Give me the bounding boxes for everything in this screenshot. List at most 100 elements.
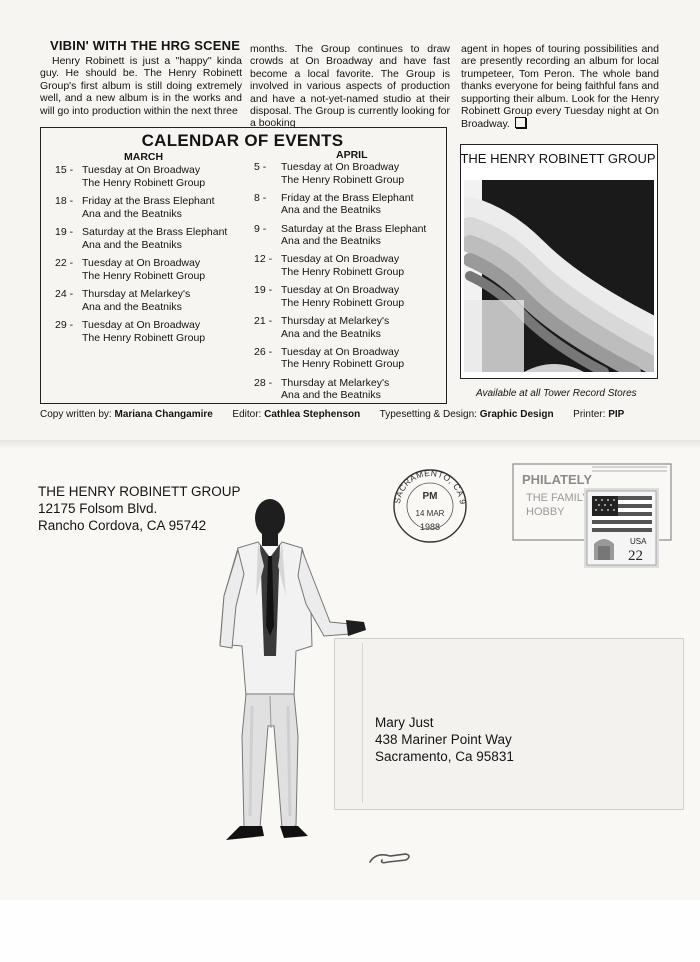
- event-act: The Henry Robinett Group: [82, 269, 206, 282]
- postmark: SACRAMENTO, CA 958 PM 14 MAR 1988: [390, 466, 468, 543]
- event-venue: Tuesday at On Broadway: [281, 284, 400, 297]
- editor-name: Cathlea Stephenson: [264, 409, 361, 420]
- event-act: The Henry Robinett Group: [281, 296, 405, 309]
- month-label-march: MARCH: [124, 151, 164, 163]
- event-venue: Tuesday at On Broadway: [281, 161, 400, 173]
- event-venue: Thursday at Melarkey's: [281, 315, 390, 327]
- envelope-window: [334, 638, 684, 810]
- postmark-year: 1988: [420, 522, 440, 532]
- window-edge: [362, 643, 681, 803]
- article-column-3-text: agent in hopes of touring possibilities …: [461, 43, 659, 131]
- event-venue: Saturday at the Brass Elephant: [281, 222, 427, 235]
- event-act: Ana and the Beatniks: [281, 204, 381, 217]
- event-day: 8 -: [254, 191, 267, 204]
- article-column-1: Henry Robinett is just a "happy" kinda g…: [40, 55, 242, 117]
- article-column-2: months. The Group continues to draw crow…: [250, 43, 450, 130]
- recipient-address: Mary Just 438 Mariner Point Way Sacramen…: [375, 714, 514, 765]
- event-act: Ana and the Beatniks: [281, 235, 381, 248]
- copy-name: Mariana Changamire: [114, 409, 213, 420]
- cancel-line-3: HOBBY: [526, 506, 565, 518]
- cancel-line-2: THE FAMILY: [526, 492, 590, 504]
- event-day: 19 -: [55, 226, 74, 238]
- event-day: 22 -: [55, 257, 74, 269]
- event-act: The Henry Robinett Group: [281, 173, 405, 186]
- flag-stamp-icon: USA 22: [584, 488, 659, 568]
- printer-name: PIP: [608, 409, 625, 420]
- postmark-time: PM: [423, 491, 438, 502]
- event-act: Ana and the Beatniks: [82, 238, 182, 251]
- event-venue: Tuesday at On Broadway: [82, 319, 201, 331]
- event-day: 29 -: [55, 319, 74, 331]
- album-caption: Available at all Tower Record Stores: [476, 388, 637, 399]
- event-venue: Tuesday at On Broadway: [82, 164, 201, 176]
- event-day: 21 -: [254, 315, 273, 327]
- event-act: Ana and the Beatniks: [281, 389, 381, 402]
- event-day: 12 -: [254, 253, 273, 266]
- event-act: Ana and the Beatniks: [82, 300, 182, 313]
- return-address: THE HENRY ROBINETT GROUP 12175 Folsom Bl…: [38, 483, 241, 534]
- design-name: Graphic Design: [479, 409, 554, 420]
- event-venue: Saturday at the Brass Elephant: [82, 226, 228, 238]
- postmark-date: 14 MAR: [416, 509, 445, 518]
- event-venue: Friday at the Brass Elephant: [82, 195, 215, 207]
- event-day: 28 -: [254, 376, 273, 389]
- event-venue: Tuesday at On Broadway: [281, 345, 400, 358]
- event-venue: Thursday at Melarkey's: [281, 376, 390, 389]
- event-act: Ana and the Beatniks: [281, 327, 381, 340]
- event-day: 18 -: [55, 195, 74, 207]
- event-act: Ana and the Beatniks: [82, 207, 182, 220]
- return-line-2: 12175 Folsom Blvd.: [38, 501, 158, 516]
- recipient-city: Sacramento, Ca 95831: [375, 749, 514, 764]
- event-venue: Tuesday at On Broadway: [82, 257, 201, 269]
- event-day: 15 -: [55, 164, 74, 176]
- event-day: 9 -: [254, 222, 267, 235]
- album-title: THE HENRY ROBINETT GROUP: [460, 151, 656, 166]
- event-act: The Henry Robinett Group: [82, 176, 206, 189]
- event-venue: Tuesday at On Broadway: [281, 253, 400, 266]
- album-cover-art: [464, 180, 654, 372]
- article-column-3: agent in hopes of touring possibilities …: [461, 43, 659, 131]
- stamp-value: 22: [628, 548, 643, 564]
- event-venue: Friday at the Brass Elephant: [281, 191, 414, 204]
- article-headline: VIBIN' WITH THE HRG SCENE: [50, 38, 241, 53]
- page-margin: [0, 900, 700, 962]
- recipient-name: Mary Just: [375, 715, 434, 730]
- man-in-white-suit-photo: [219, 499, 366, 840]
- fold-crease: [0, 440, 700, 448]
- copy-label: Copy written by:: [40, 409, 112, 420]
- event-day: 19 -: [254, 284, 273, 297]
- cancel-line-1: PHILATELY: [522, 472, 592, 487]
- event-act: The Henry Robinett Group: [281, 358, 405, 371]
- calendar-title: CALENDAR OF EVENTS: [141, 131, 344, 150]
- calendar-box: [40, 127, 447, 404]
- month-label-april: APRIL: [336, 149, 368, 161]
- recipient-street: 438 Mariner Point Way: [375, 732, 512, 747]
- return-line-1: THE HENRY ROBINETT GROUP: [38, 484, 241, 499]
- event-act: The Henry Robinett Group: [82, 331, 206, 344]
- credits-line: Copy written by: Mariana Changamire Edit…: [40, 409, 624, 420]
